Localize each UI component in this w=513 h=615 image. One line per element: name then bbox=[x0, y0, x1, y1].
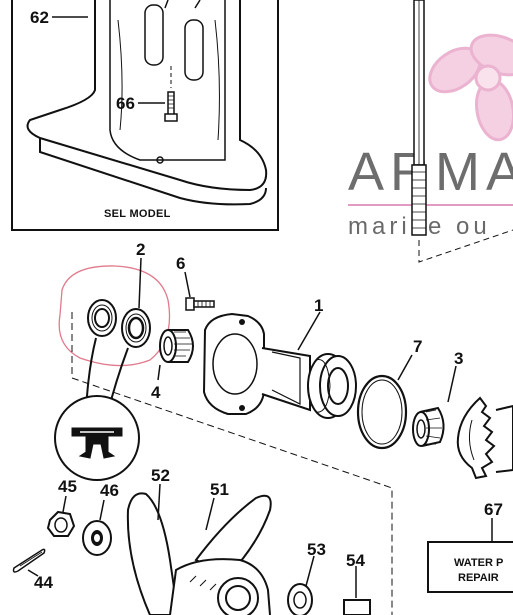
callout-62: 62 bbox=[30, 8, 49, 27]
note-line-2: REPAIR bbox=[458, 572, 499, 584]
spacer-54: 54 bbox=[343, 551, 371, 615]
bearing-3: 3 bbox=[412, 349, 463, 447]
callout-1: 1 bbox=[314, 296, 323, 315]
thrust-washer-53: 53 bbox=[287, 540, 326, 615]
water-pump-note-box: 67 WATER P REPAIR bbox=[427, 500, 513, 593]
seal-detail bbox=[54, 395, 140, 481]
callout-45: 45 bbox=[58, 477, 77, 496]
callout-51: 51 bbox=[210, 480, 229, 499]
brand-name: ARMA bbox=[348, 142, 513, 202]
assembly-guide-line bbox=[71, 312, 393, 615]
washer-46: 46 bbox=[82, 481, 119, 556]
brand-watermark: ARMA marine ou bbox=[348, 33, 513, 240]
inset-title: SEL MODEL bbox=[104, 208, 171, 220]
callout-66: 66 bbox=[116, 94, 135, 113]
propeller: 52 51 bbox=[126, 466, 272, 615]
callout-6: 6 bbox=[176, 254, 185, 273]
screw-6: 6 bbox=[176, 254, 215, 311]
callout-52: 52 bbox=[151, 466, 170, 485]
callout-44: 44 bbox=[34, 573, 53, 592]
sel-model-inset: 62 66 SEL MODEL bbox=[11, 0, 279, 231]
propeller-logo-icon bbox=[428, 33, 513, 142]
bevel-gear bbox=[456, 396, 513, 480]
callout-2: 2 bbox=[136, 240, 145, 259]
bearing-set: 2 bbox=[87, 240, 151, 348]
callout-46: 46 bbox=[100, 481, 119, 500]
cotter-pin-44: 44 bbox=[12, 548, 53, 592]
callout-7: 7 bbox=[413, 337, 422, 356]
callout-53: 53 bbox=[307, 540, 326, 559]
o-ring-7: 7 bbox=[356, 337, 422, 450]
callout-3: 3 bbox=[454, 349, 463, 368]
callout-4: 4 bbox=[151, 383, 161, 402]
nut-45: 45 bbox=[46, 477, 77, 537]
needle-bearing-4: 4 bbox=[151, 329, 194, 402]
driveshaft bbox=[411, 0, 513, 263]
callout-67: 67 bbox=[484, 500, 503, 519]
callout-54: 54 bbox=[346, 551, 365, 570]
bearing-housing-1: 1 bbox=[202, 296, 357, 419]
note-line-1: WATER P bbox=[454, 557, 503, 569]
